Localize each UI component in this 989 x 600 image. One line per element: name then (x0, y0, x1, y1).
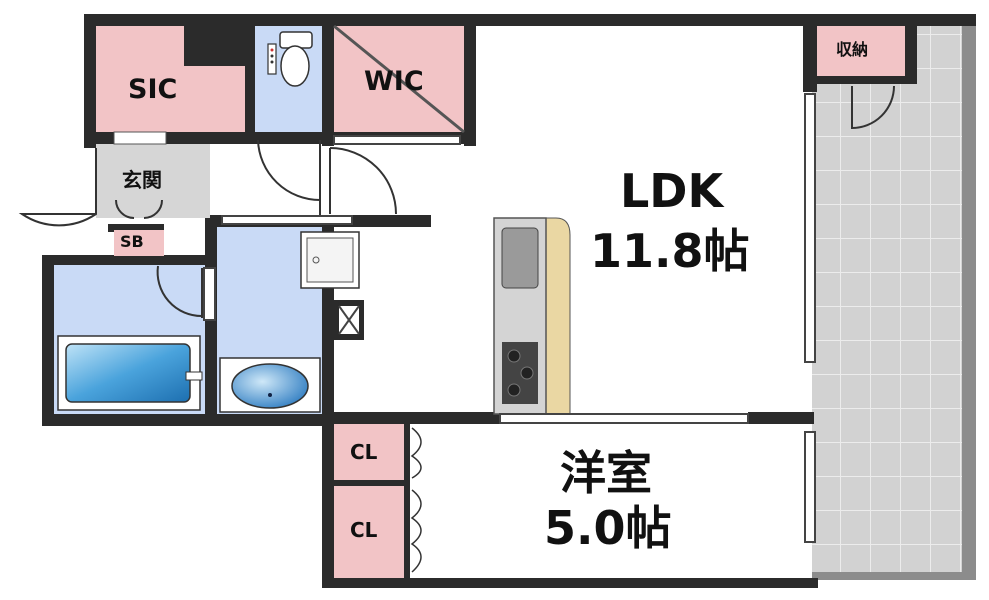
cl-lower-label: CL (350, 518, 378, 542)
shoe-box (114, 230, 164, 256)
pipe-shaft (334, 300, 364, 340)
toilet-room (255, 26, 322, 132)
cl-closets (334, 424, 410, 578)
washroom (217, 227, 360, 414)
swing-doors (18, 85, 895, 318)
western-room-size-label: 5.0帖 (544, 501, 672, 555)
western-room-name-label: 洋室 (560, 446, 652, 500)
sic-label: SIC (128, 74, 178, 105)
sliding-doors (203, 93, 816, 543)
storage-closet (817, 26, 905, 76)
cl-upper-label: CL (350, 440, 378, 464)
kitchen-counter (493, 217, 571, 415)
wic-label: WIC (364, 66, 424, 97)
balcony (812, 22, 976, 580)
ldk-size-label: 11.8帖 (590, 224, 750, 278)
sic-closet (96, 26, 245, 132)
entrance-floor (96, 131, 210, 218)
sb-label: SB (120, 232, 144, 251)
ldk-name-label: LDK (620, 164, 724, 218)
wic-closet (333, 24, 465, 134)
entrance-label: 玄関 (122, 168, 162, 192)
bathroom (54, 265, 205, 414)
storage-label: 収納 (836, 40, 869, 59)
folding-doors (410, 427, 422, 573)
